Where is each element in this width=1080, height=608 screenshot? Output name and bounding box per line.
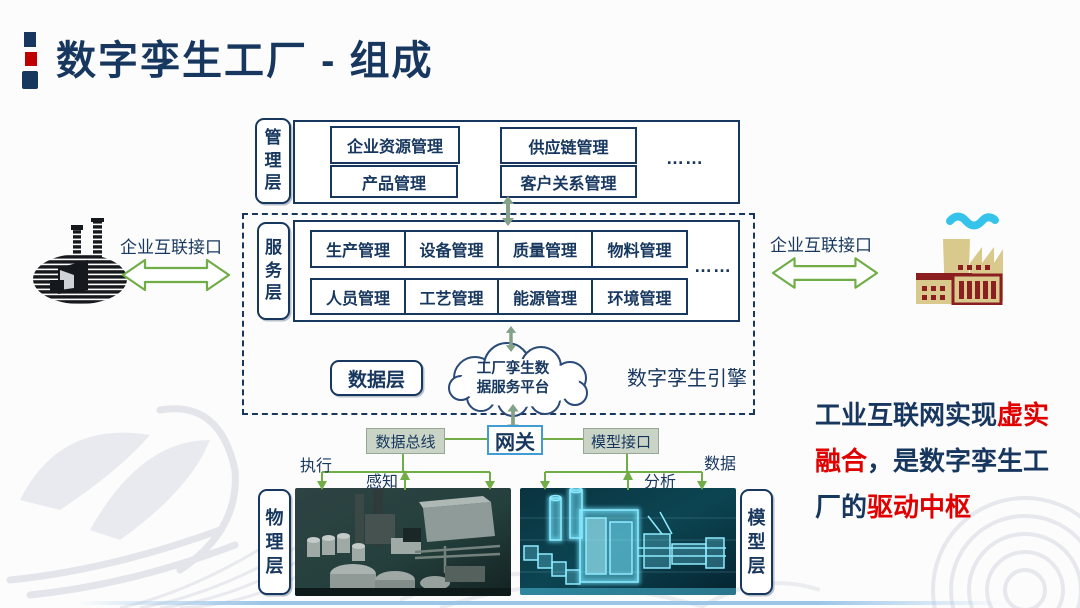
callout-line-1: 工业互联网实现虚实 bbox=[815, 400, 1050, 430]
management-ellipsis: …… bbox=[666, 148, 704, 168]
sense-label: 感知 bbox=[366, 474, 399, 491]
management-layer-label: 管理层 bbox=[264, 127, 282, 193]
physical-layer-pill: 物理层 bbox=[258, 489, 291, 595]
service-box-quality: 质量管理 bbox=[497, 230, 593, 268]
model-interface-box: 模型接口 bbox=[583, 428, 659, 454]
management-box-crm: 客户关系管理 bbox=[500, 165, 637, 198]
service-ellipsis: …… bbox=[694, 256, 732, 276]
title-bullet-square-3 bbox=[22, 71, 38, 89]
digital-twin-model-image bbox=[520, 488, 736, 595]
management-box-product: 产品管理 bbox=[330, 165, 458, 198]
cloud-platform-text: 工厂孪生数 据服务平台 bbox=[476, 361, 550, 396]
gateway-box: 网关 bbox=[487, 425, 543, 455]
factory-icon-left bbox=[33, 218, 127, 304]
digital-twin-engine-boundary bbox=[242, 213, 755, 415]
physical-layer-label: 物理层 bbox=[265, 507, 284, 577]
callout-text: 工业互联网实现虚实 融合，是数字孪生工 厂的驱动中枢 bbox=[815, 392, 1071, 530]
double-arrow-right-icon bbox=[771, 257, 879, 289]
page-title: 数字孪生工厂 - 组成 bbox=[56, 39, 434, 83]
data-bus-box: 数据总线 bbox=[366, 428, 445, 454]
service-layer-label: 服务层 bbox=[265, 237, 282, 303]
callout-line-2: 融合，是数字孪生工 bbox=[815, 446, 1050, 476]
data-layer-label: 数据层 bbox=[347, 369, 405, 391]
data-layer-pill: 数据层 bbox=[330, 360, 423, 396]
left-interconnect-label: 企业互联接口 bbox=[120, 238, 222, 257]
right-interconnect-label: 企业互联接口 bbox=[770, 236, 872, 255]
exec-label: 执行 bbox=[300, 458, 333, 475]
service-box-process: 工艺管理 bbox=[404, 278, 499, 315]
factory-icon-right bbox=[916, 212, 1003, 305]
circles-watermark-right bbox=[931, 496, 1080, 608]
title-bullet-square-2 bbox=[25, 52, 37, 66]
service-layer-pill: 服务层 bbox=[257, 222, 290, 320]
data-label: 数据 bbox=[704, 456, 737, 473]
physical-factory-image bbox=[295, 488, 511, 596]
gateway-connector-lines bbox=[317, 438, 707, 490]
callout-line-3: 厂的驱动中枢 bbox=[815, 492, 972, 522]
model-layer-pill: 模型层 bbox=[740, 489, 773, 595]
layer-exchange-arrow-top bbox=[502, 196, 514, 226]
service-box-material: 物料管理 bbox=[591, 230, 688, 268]
management-box-supply: 供应链管理 bbox=[500, 127, 637, 164]
service-box-production: 生产管理 bbox=[310, 230, 406, 268]
analyze-label: 分析 bbox=[644, 474, 677, 491]
title-bullet-square-1 bbox=[24, 32, 36, 47]
footer-accent-bar bbox=[75, 601, 1005, 605]
model-layer-label: 模型层 bbox=[747, 507, 766, 577]
service-box-equipment: 设备管理 bbox=[404, 230, 499, 268]
layer-exchange-arrow-mid bbox=[505, 326, 517, 352]
service-box-personnel: 人员管理 bbox=[310, 278, 406, 315]
management-layer-pill: 管理层 bbox=[255, 118, 291, 204]
double-arrow-left-icon bbox=[121, 258, 231, 292]
service-box-environment: 环境管理 bbox=[591, 278, 688, 315]
cloud-shape bbox=[448, 342, 588, 417]
digital-twin-engine-label: 数字孪生引擎 bbox=[627, 368, 747, 390]
service-box-energy: 能源管理 bbox=[497, 278, 593, 315]
management-box-erp: 企业资源管理 bbox=[330, 126, 460, 164]
